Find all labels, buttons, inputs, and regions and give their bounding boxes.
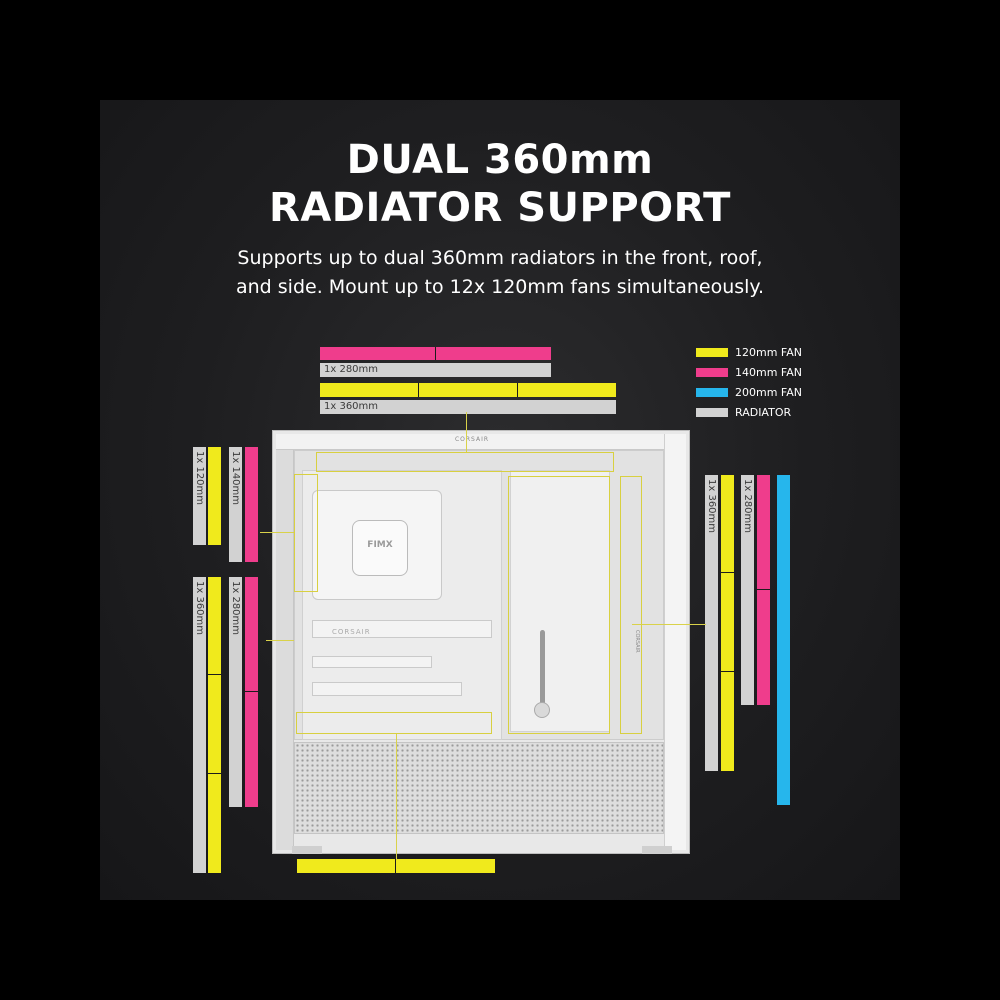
leader-bottom — [396, 734, 397, 860]
side-360mm-radiator — [705, 475, 718, 771]
leader-rear — [260, 532, 294, 533]
legend-label-120mm: 120mm FAN — [735, 346, 802, 359]
feature-panel: DUAL 360mm RADIATOR SUPPORT Supports up … — [100, 100, 900, 900]
leader-front — [266, 640, 294, 641]
rear-140mm-label: 1x 140mm — [230, 451, 241, 506]
leader-top — [466, 412, 467, 452]
pcie-slot-1 — [312, 620, 492, 638]
top-360mm-label: 1x 360mm — [324, 401, 379, 412]
headline-line-1: DUAL 360mm — [346, 137, 654, 183]
leader-side — [632, 624, 706, 625]
side-280mm-radiator — [741, 475, 754, 705]
subtitle-line-1: Supports up to dual 360mm radiators in t… — [237, 247, 763, 269]
side-140mm-fan-1 — [757, 475, 770, 590]
front-280mm-radiator — [229, 577, 242, 807]
top-120mm-fan-1 — [320, 383, 419, 397]
bottom-mount-outline — [296, 712, 492, 734]
case-brand-top: CORSAIR — [454, 436, 490, 443]
pcie-slot-3 — [312, 682, 462, 696]
side-120mm-fan-1 — [721, 475, 734, 573]
front-140mm-fan-2 — [245, 692, 258, 807]
bottom-120mm-fan-2 — [396, 859, 495, 873]
pc-case-illustration: CORSAIR FIMX CORSAIR CORSAIR — [260, 412, 706, 860]
side-200mm-fan — [777, 475, 790, 805]
front-120mm-fan-2 — [208, 675, 221, 774]
side-280mm-label: 1x 280mm — [742, 479, 753, 534]
legend-swatch-200mm — [696, 388, 728, 397]
front-140mm-fan-1 — [245, 577, 258, 692]
legend-label-200mm: 200mm FAN — [735, 386, 802, 399]
rear-mount-outline — [294, 474, 318, 592]
legend-swatch-140mm — [696, 368, 728, 377]
cable-slot — [540, 630, 545, 710]
case-top-panel — [276, 434, 686, 450]
top-140mm-fan-1 — [320, 347, 436, 360]
legend-label-radiator: RADIATOR — [735, 406, 792, 419]
side-rad-outline — [620, 476, 642, 734]
side-360mm-label: 1x 360mm — [706, 479, 717, 534]
front-120mm-fan-3 — [208, 774, 221, 873]
legend-swatch-radiator — [696, 408, 728, 417]
front-360mm-radiator — [193, 577, 206, 873]
side-140mm-fan-2 — [757, 590, 770, 705]
side-mount-outline — [508, 476, 610, 734]
front-360mm-label: 1x 360mm — [194, 581, 205, 636]
psu-shroud-mesh — [294, 742, 664, 834]
legend-label-140mm: 140mm FAN — [735, 366, 802, 379]
case-side-strip — [664, 434, 686, 850]
cable-grommet — [534, 702, 550, 718]
case-brand-side: CORSAIR — [634, 630, 640, 653]
headline-line-2: RADIATOR SUPPORT — [269, 185, 731, 231]
front-280mm-label: 1x 280mm — [230, 581, 241, 636]
pcie-slot-2 — [312, 656, 432, 668]
subtitle-line-2: and side. Mount up to 12x 120mm fans sim… — [236, 276, 764, 298]
case-front-strip — [276, 450, 294, 850]
rear-120mm-fan — [208, 447, 221, 545]
rear-140mm-radiator — [229, 447, 242, 562]
case-brand-mid: CORSAIR — [332, 628, 371, 636]
cpu-cooler-block — [352, 520, 408, 576]
case-foot-left — [292, 846, 322, 854]
rear-120mm-radiator — [193, 447, 206, 545]
cable-bay — [510, 470, 610, 732]
roof-mount-outline — [316, 452, 614, 472]
top-280mm-radiator — [320, 363, 551, 377]
rear-120mm-label: 1x 120mm — [194, 451, 205, 506]
top-280mm-label: 1x 280mm — [324, 364, 379, 375]
case-foot-right — [642, 846, 672, 854]
bottom-120mm-fan-1 — [297, 859, 396, 873]
front-120mm-fan-1 — [208, 577, 221, 675]
side-120mm-fan-2 — [721, 573, 734, 672]
top-120mm-fan-3 — [518, 383, 616, 397]
top-120mm-fan-2 — [419, 383, 518, 397]
legend-swatch-120mm — [696, 348, 728, 357]
top-360mm-radiator — [320, 400, 616, 414]
top-140mm-fan-2 — [436, 347, 551, 360]
side-120mm-fan-3 — [721, 672, 734, 771]
cpu-cooler-text: FIMX — [367, 540, 393, 550]
rear-140mm-fan — [245, 447, 258, 562]
